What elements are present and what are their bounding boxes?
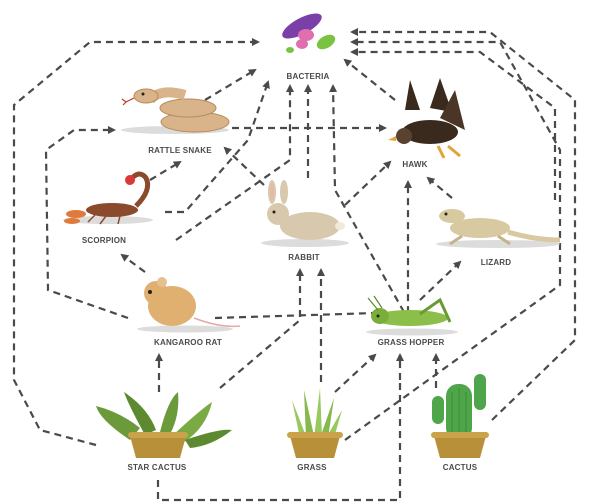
lizard-label: LIZARD bbox=[481, 258, 512, 267]
star-cactus-label: STAR CACTUS bbox=[128, 463, 187, 472]
hawk-node: HAWK bbox=[388, 78, 465, 169]
bacteria-node: BACTERIA bbox=[279, 9, 338, 81]
cactus-node: CACTUS bbox=[431, 374, 489, 472]
arrow-rabbit-to-hawk bbox=[345, 162, 390, 205]
bacteria-icon bbox=[279, 9, 338, 53]
star-cactus-node: STAR CACTUS bbox=[96, 392, 232, 472]
rattle-snake-node: RATTLE SNAKE bbox=[121, 89, 229, 155]
arrow-grasshopper-to-lizard bbox=[420, 262, 460, 300]
kangaroo-rat-node: KANGAROO RAT bbox=[137, 277, 240, 347]
scorpion-node: SCORPION bbox=[63, 174, 153, 245]
rabbit-label: RABBIT bbox=[288, 253, 319, 262]
hawk-icon bbox=[388, 78, 465, 158]
grass-icon bbox=[287, 388, 343, 458]
grass-label: GRASS bbox=[297, 463, 327, 472]
scorpion-icon bbox=[63, 174, 153, 224]
hawk-label: HAWK bbox=[402, 160, 427, 169]
kangaroo-rat-label: KANGAROO RAT bbox=[154, 338, 222, 347]
rattle-snake-label: RATTLE SNAKE bbox=[148, 146, 212, 155]
arrow-grass-to-grasshopper bbox=[335, 355, 375, 392]
arrow-star-cactus-to-bacteria bbox=[14, 42, 258, 445]
bacteria-label: BACTERIA bbox=[287, 72, 330, 81]
arrow-hawk-to-bacteria bbox=[345, 60, 395, 100]
arrow-kangaroo-rat-to-hawk bbox=[215, 182, 408, 318]
kangaroo-rat-icon bbox=[137, 277, 240, 333]
cactus-icon bbox=[431, 374, 489, 458]
arrow-lizard-to-hawk bbox=[428, 178, 452, 198]
lizard-node: LIZARD bbox=[436, 209, 560, 267]
scorpion-label: SCORPION bbox=[82, 236, 126, 245]
grass-node: GRASS bbox=[287, 388, 343, 472]
arrow-kangaroo-rat-to-rattlesnake bbox=[46, 130, 128, 318]
arrow-rattlesnake-to-bacteria bbox=[205, 70, 255, 100]
arrow-rabbit-to-rattlesnake bbox=[225, 148, 264, 185]
rabbit-icon bbox=[261, 180, 349, 247]
arrow-scorpion-to-rattlesnake bbox=[150, 162, 180, 180]
arrow-grasshopper-to-bacteria bbox=[333, 86, 404, 312]
arrow-kangaroo-rat-to-scorpion bbox=[122, 255, 145, 272]
grass-hopper-label: GRASS HOPPER bbox=[378, 338, 445, 347]
lizard-icon bbox=[436, 209, 560, 248]
star-cactus-icon bbox=[96, 392, 232, 458]
grass-hopper-node: GRASS HOPPER bbox=[366, 296, 458, 347]
cactus-label: CACTUS bbox=[443, 463, 478, 472]
grass-hopper-icon bbox=[366, 296, 458, 336]
rattle-snake-icon bbox=[121, 89, 229, 134]
